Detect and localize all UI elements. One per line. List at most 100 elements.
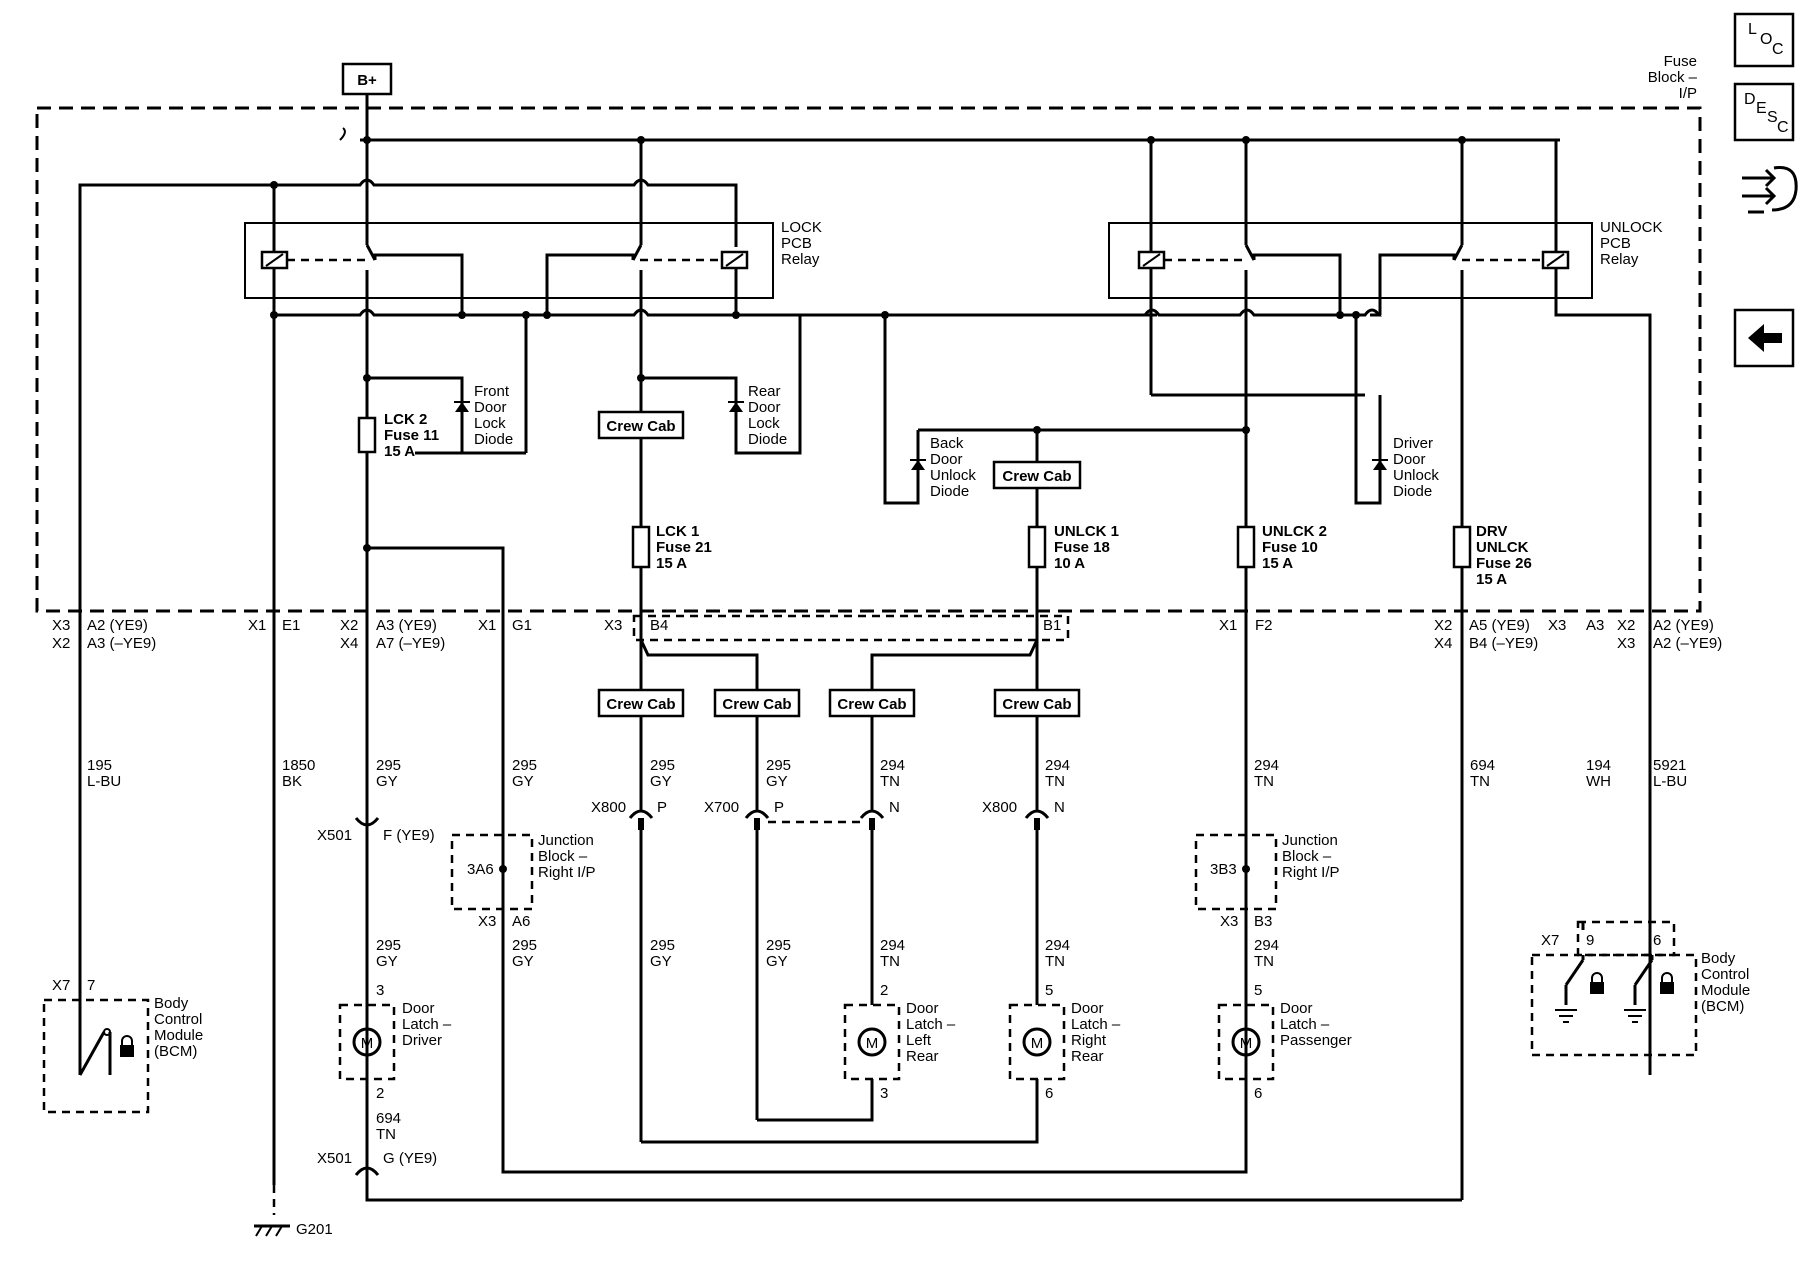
wire-294b-num: 294	[1045, 757, 1070, 774]
wire-194-num: 194	[1586, 757, 1611, 774]
svg-text:2: 2	[376, 1085, 384, 1102]
x800n-pin: N	[1054, 799, 1065, 816]
svg-text:C: C	[1772, 41, 1784, 58]
unlck2-fuse	[1236, 525, 1256, 569]
svg-text:Module: Module	[1701, 982, 1750, 999]
wire-294c-color: TN	[1254, 773, 1274, 790]
svg-text:A6: A6	[512, 913, 530, 930]
ground-label: G201	[296, 1221, 333, 1238]
unlck1-fuse-label-1: UNLCK 1	[1054, 523, 1119, 540]
unlck1-fuse-label-2: Fuse 18	[1054, 539, 1110, 556]
connector-icon[interactable]	[1742, 165, 1798, 214]
x501-f-connector	[354, 817, 380, 827]
wire-295b-color: GY	[512, 773, 534, 790]
conn-x3-a3: X3	[1548, 617, 1566, 634]
wire-295h-num: 295	[766, 937, 791, 954]
lck1-fuse-label-1: LCK 1	[656, 523, 699, 540]
wire-294c-num: 294	[1254, 757, 1279, 774]
crew-cab-box-2	[992, 460, 1082, 490]
svg-text:C: C	[1777, 119, 1789, 136]
ground-symbol	[254, 1224, 290, 1237]
back-diode-label-4: Diode	[930, 483, 969, 500]
svg-text:Block –: Block –	[538, 848, 588, 865]
rear-diode-label-1: Rear	[748, 383, 781, 400]
crew-cab-label-2: Crew Cab	[1002, 468, 1071, 485]
conn-g1: G1	[512, 617, 532, 634]
svg-text:B3: B3	[1254, 913, 1272, 930]
svg-text:3A6: 3A6	[467, 861, 494, 878]
wire-295f-color: GY	[512, 953, 534, 970]
driver-diode-label-1: Driver	[1393, 435, 1433, 452]
back-diode-label-1: Back	[930, 435, 964, 452]
crew-cab-box-6	[993, 688, 1081, 718]
lck2-fuse-label-2: Fuse 11	[384, 427, 439, 444]
front-diode-label-3: Lock	[474, 415, 506, 432]
crew-cab-label-6: Crew Cab	[1002, 696, 1071, 713]
location-button[interactable]: L O C	[1733, 12, 1795, 68]
wire-295c-num: 295	[650, 757, 675, 774]
wire-294d-color: TN	[880, 953, 900, 970]
connector-b4-b1	[632, 614, 1070, 642]
driver-diode-label-3: Unlock	[1393, 467, 1439, 484]
svg-text:Door: Door	[1280, 1000, 1313, 1017]
x800-p-connector	[628, 809, 654, 819]
wire-5921-num: 5921	[1653, 757, 1686, 774]
lock-relay-label-3: Relay	[781, 251, 820, 268]
svg-text:O: O	[1760, 31, 1772, 48]
svg-text:Control: Control	[154, 1011, 202, 1028]
svg-text:7: 7	[87, 977, 95, 994]
svg-text:Driver: Driver	[402, 1032, 442, 1049]
crew-cab-label-5: Crew Cab	[837, 696, 906, 713]
conn-x1-e1: X1	[248, 617, 266, 634]
svg-text:3: 3	[880, 1085, 888, 1102]
lck1-fuse-label-2: Fuse 21	[656, 539, 712, 556]
svg-text:Right: Right	[1071, 1032, 1107, 1049]
svg-text:X3: X3	[478, 913, 496, 930]
unlck2-fuse-label-1: UNLCK 2	[1262, 523, 1327, 540]
lock-relay-label-1: LOCK	[781, 219, 822, 236]
svg-text:5: 5	[1045, 982, 1053, 999]
conn-x2-a5: X2	[1434, 617, 1452, 634]
conn-a7: A7 (–YE9)	[376, 635, 445, 652]
wire-295f-num: 295	[512, 937, 537, 954]
lck2-fuse	[357, 416, 377, 454]
back-diode-label-2: Door	[930, 451, 963, 468]
front-diode-label-2: Door	[474, 399, 507, 416]
conn-a5: A5 (YE9)	[1469, 617, 1530, 634]
crew-cab-box-5	[828, 688, 916, 718]
conn-x4-b4: X4	[1434, 635, 1452, 652]
conn-x1-g1: X1	[478, 617, 496, 634]
conn-a2-ye9b: A2 (YE9)	[1653, 617, 1714, 634]
svg-text:(BCM): (BCM)	[1701, 998, 1744, 1015]
svg-text:E: E	[1756, 100, 1767, 117]
back-diode-label-3: Unlock	[930, 467, 976, 484]
wire-294e-color: TN	[1045, 953, 1065, 970]
wire-694-num: 694	[1470, 757, 1495, 774]
drv-fuse-label-1: DRV	[1476, 523, 1507, 540]
crew-cab-label-3: Crew Cab	[606, 696, 675, 713]
drv-fuse-label-2: UNLCK	[1476, 539, 1529, 556]
back-arrow-icon[interactable]	[1733, 308, 1795, 368]
wire-694-color: TN	[1470, 773, 1490, 790]
svg-text:9: 9	[1586, 932, 1594, 949]
svg-text:Latch –: Latch –	[1280, 1016, 1330, 1033]
wire-294b-color: TN	[1045, 773, 1065, 790]
battery-positive-terminal: B+	[339, 62, 393, 141]
n-pin: N	[889, 799, 900, 816]
description-button[interactable]: D E S C	[1733, 82, 1795, 142]
conn-x2-a2: X2	[1617, 617, 1635, 634]
x800-n-connector	[1024, 809, 1050, 819]
wire-295d-num: 295	[766, 757, 791, 774]
fuse-block-label-2: Block –	[1648, 69, 1698, 86]
wire-295a-color: GY	[376, 773, 398, 790]
svg-text:6: 6	[1045, 1085, 1053, 1102]
unlck2-fuse-label-2: Fuse 10	[1262, 539, 1318, 556]
conn-b4-noye9: B4 (–YE9)	[1469, 635, 1538, 652]
wire-195-num: 195	[87, 757, 112, 774]
lck1-fuse-label-3: 15 A	[656, 555, 687, 572]
svg-text:3B3: 3B3	[1210, 861, 1237, 878]
conn-x3-a2: X3	[1617, 635, 1635, 652]
conn-e1: E1	[282, 617, 300, 634]
svg-text:S: S	[1767, 109, 1778, 126]
conn-x2b: X2	[340, 617, 358, 634]
